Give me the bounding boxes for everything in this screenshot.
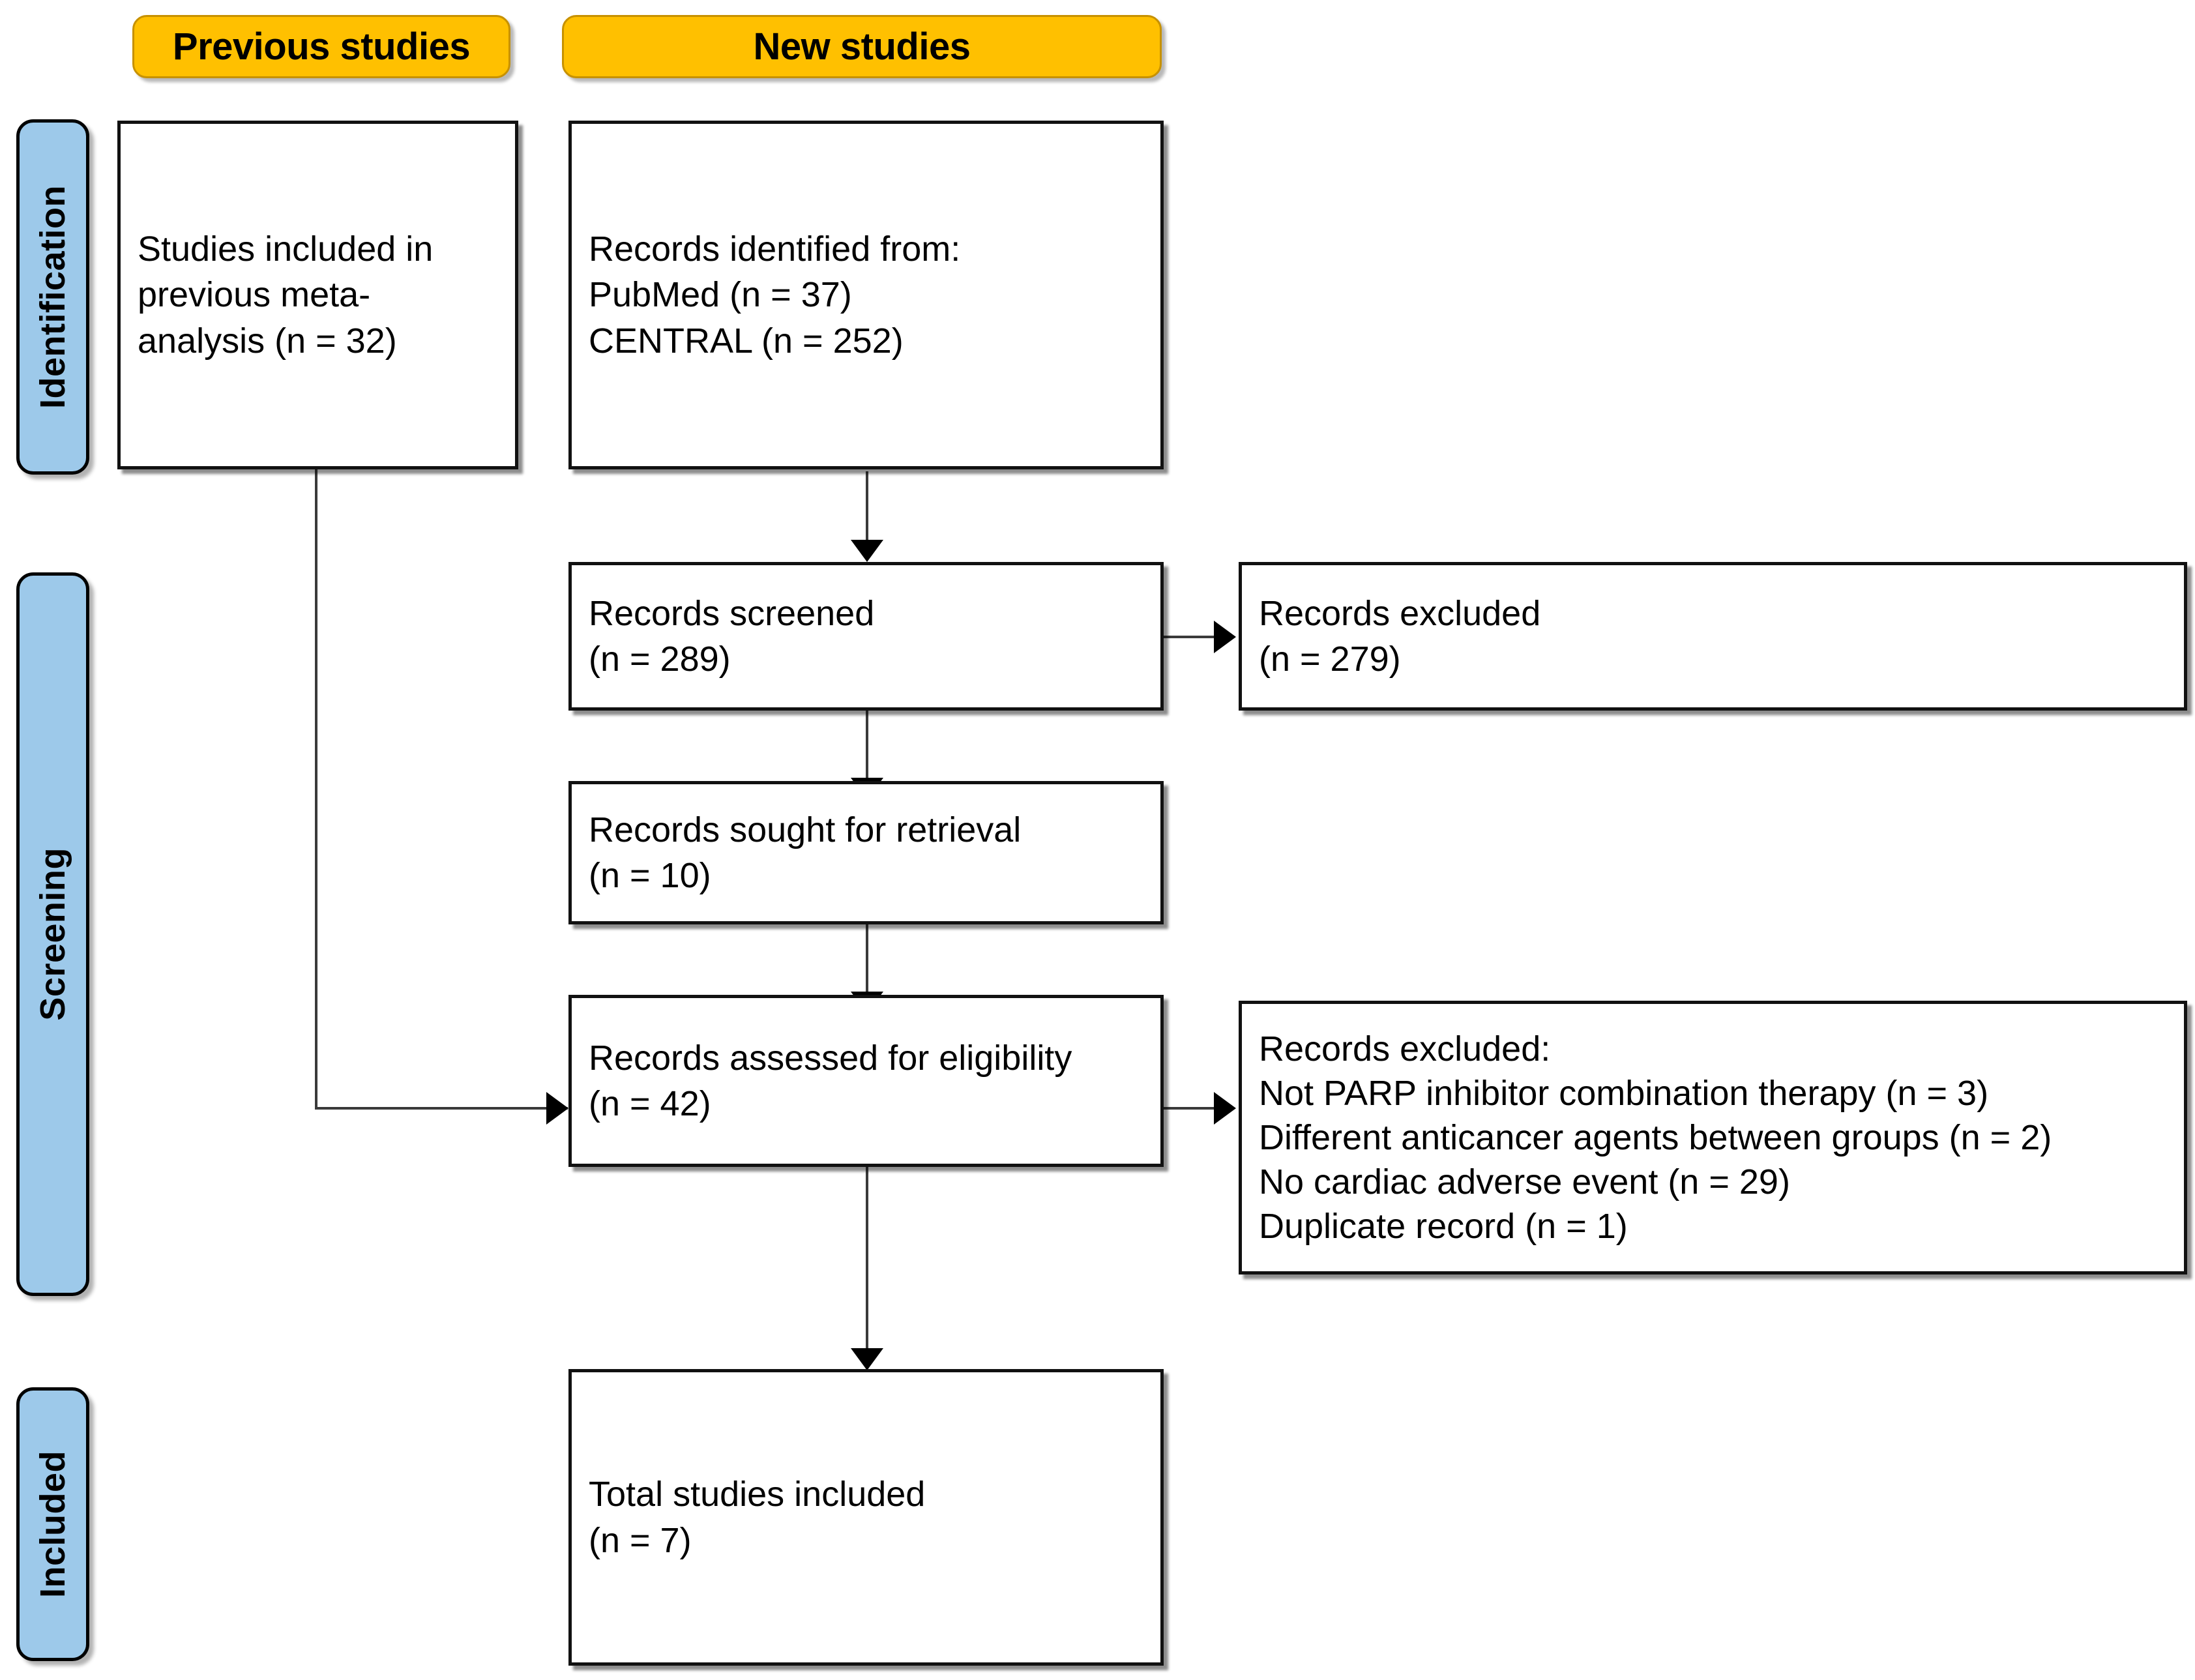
connector-screened-to-sought: [866, 711, 868, 781]
connector-previous-vertical: [315, 468, 317, 1110]
banner-new-studies: New studies: [562, 15, 1162, 78]
connector-assessed-to-excluded: [1164, 1107, 1218, 1110]
box-records-excluded-eligibility-line-4: No cardiac adverse event (n = 29): [1259, 1162, 1790, 1202]
arrow-assessed-to-total: [851, 1348, 883, 1370]
arrow-previous-to-assessed: [546, 1092, 568, 1125]
box-records-excluded-eligibility: Records excluded: Not PARP inhibitor com…: [1239, 1001, 2187, 1275]
connector-screened-to-excluded: [1164, 636, 1218, 638]
connector-sought-to-assessed: [866, 924, 868, 995]
box-records-identified-line-3: CENTRAL (n = 252): [589, 321, 904, 361]
banner-previous-studies-label: Previous studies: [172, 25, 471, 68]
box-previous-studies-included: Studies included in previous meta- analy…: [117, 121, 518, 469]
stage-bar-identification-label: Identification: [33, 185, 72, 409]
arrow-identified-to-screened: [851, 540, 883, 562]
stage-bar-included: Included: [16, 1387, 89, 1661]
box-records-sought-line-1: Records sought for retrieval: [589, 810, 1022, 849]
box-records-excluded-screening-line-2: (n = 279): [1259, 640, 1401, 679]
box-records-excluded-eligibility-line-1: Records excluded:: [1259, 1029, 1551, 1068]
banner-new-studies-label: New studies: [753, 25, 971, 68]
box-records-assessed-for-eligibility: Records assessed for eligibility (n = 42…: [568, 995, 1164, 1167]
box-total-included-line-2: (n = 7): [589, 1520, 692, 1560]
box-total-studies-included: Total studies included (n = 7): [568, 1369, 1164, 1666]
box-previous-studies-line-2: previous meta-: [138, 275, 371, 315]
box-records-screened: Records screened (n = 289): [568, 562, 1164, 711]
stage-bar-included-label: Included: [33, 1450, 72, 1598]
banner-previous-studies: Previous studies: [132, 15, 510, 78]
box-records-identified: Records identified from: PubMed (n = 37)…: [568, 121, 1164, 469]
stage-bar-identification: Identification: [16, 119, 89, 475]
box-records-excluded-eligibility-line-5: Duplicate record (n = 1): [1259, 1207, 1628, 1246]
box-records-assessed-line-1: Records assessed for eligibility: [589, 1038, 1072, 1078]
box-previous-studies-line-1: Studies included in: [138, 229, 434, 269]
box-records-identified-line-1: Records identified from:: [589, 229, 961, 269]
box-previous-studies-line-3: analysis (n = 32): [138, 321, 397, 361]
box-records-screened-line-2: (n = 289): [589, 640, 731, 679]
box-records-assessed-line-2: (n = 42): [589, 1084, 711, 1123]
connector-identified-to-screened: [866, 471, 868, 543]
arrow-assessed-to-excluded: [1214, 1092, 1236, 1125]
stage-bar-screening-label: Screening: [33, 847, 72, 1021]
stage-bar-screening: Screening: [16, 572, 89, 1296]
box-records-excluded-eligibility-line-3: Different anticancer agents between grou…: [1259, 1117, 2052, 1157]
arrow-screened-to-excluded: [1214, 621, 1236, 653]
box-records-sought-line-2: (n = 10): [589, 856, 711, 895]
box-records-screened-line-1: Records screened: [589, 593, 875, 633]
box-records-excluded-screening-line-1: Records excluded: [1259, 593, 1541, 633]
box-records-excluded-eligibility-line-2: Not PARP inhibitor combination therapy (…: [1259, 1073, 1989, 1113]
box-records-sought-for-retrieval: Records sought for retrieval (n = 10): [568, 781, 1164, 924]
box-total-included-line-1: Total studies included: [589, 1475, 926, 1514]
box-records-excluded-screening: Records excluded (n = 279): [1239, 562, 2187, 711]
box-records-identified-line-2: PubMed (n = 37): [589, 275, 852, 315]
connector-assessed-to-total: [866, 1167, 868, 1351]
connector-previous-horizontal: [315, 1107, 568, 1110]
